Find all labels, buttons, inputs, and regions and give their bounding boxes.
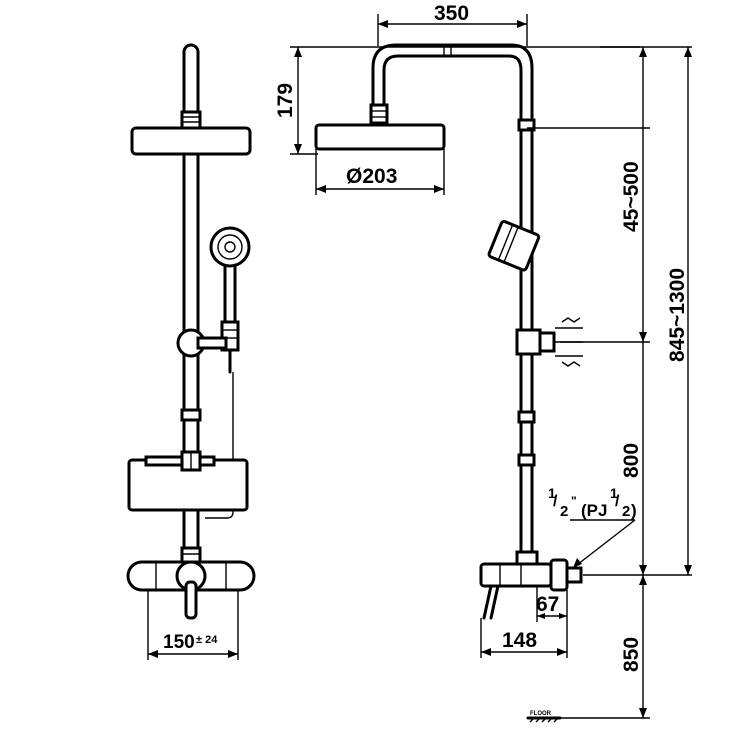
dim-203: Ø203 bbox=[315, 149, 445, 195]
dim-203-label: Ø203 bbox=[346, 165, 397, 188]
front-mixer-valve bbox=[126, 546, 256, 620]
front-center-spacing-dimension: 150 ± 24 bbox=[147, 590, 239, 660]
inlet-thread-callout: 1 / 2 " (PJ 1 / 2 ) bbox=[548, 485, 637, 569]
front-pipe-joint bbox=[180, 408, 202, 422]
dim-vertical-chain: 45~500 845~1300 800 850 bbox=[527, 46, 692, 719]
dim-350-label: 350 bbox=[434, 2, 469, 25]
front-hand-shower bbox=[205, 226, 251, 519]
front-slide-bracket bbox=[176, 328, 228, 358]
floor-marker: FLOOR bbox=[526, 711, 562, 723]
dim-350: 350 bbox=[377, 2, 528, 46]
front-soap-tray bbox=[127, 450, 249, 512]
dim-67-label: 67 bbox=[536, 593, 559, 616]
side-rain-shower-head bbox=[314, 123, 446, 151]
dim-45-500-label: 45~500 bbox=[620, 161, 643, 232]
dim-850-label: 850 bbox=[620, 637, 643, 672]
inlet-thread-num: 1 bbox=[610, 485, 618, 501]
inlet-half-den: 2 bbox=[560, 503, 568, 520]
inlet-thread-den: 2 bbox=[622, 503, 630, 520]
front-view: 150 ± 24 bbox=[126, 43, 256, 660]
dim-150-label: 150 bbox=[163, 632, 195, 653]
front-rain-shower-head bbox=[130, 126, 252, 156]
inlet-slash: / bbox=[553, 493, 558, 510]
inlet-thread-slash: / bbox=[615, 493, 620, 510]
inlet-thread-prefix: (PJ bbox=[581, 501, 607, 520]
floor-label: FLOOR bbox=[530, 711, 552, 717]
dim-67: 67 bbox=[536, 586, 568, 622]
inlet-half-num: 1 bbox=[548, 485, 556, 501]
side-hand-shower bbox=[487, 220, 541, 272]
dim-800-label: 800 bbox=[620, 443, 643, 478]
inlet-thread-suffix: ) bbox=[631, 501, 637, 520]
side-mixer-valve bbox=[479, 550, 583, 620]
inlet-inch-mark: " bbox=[571, 494, 577, 508]
dim-148: 148 bbox=[480, 618, 568, 658]
side-view: 350 179 Ø203 45~500 bbox=[274, 2, 692, 723]
dim-179: 179 bbox=[274, 46, 640, 155]
dim-150-tolerance: ± 24 bbox=[196, 634, 218, 646]
side-riser-and-arm bbox=[371, 43, 534, 562]
dim-845-1300-label: 845~1300 bbox=[666, 268, 689, 362]
side-wall-bracket bbox=[515, 317, 583, 367]
dim-179-label: 179 bbox=[274, 83, 297, 118]
front-head-connector bbox=[180, 110, 202, 130]
dim-148-label: 148 bbox=[502, 629, 537, 652]
